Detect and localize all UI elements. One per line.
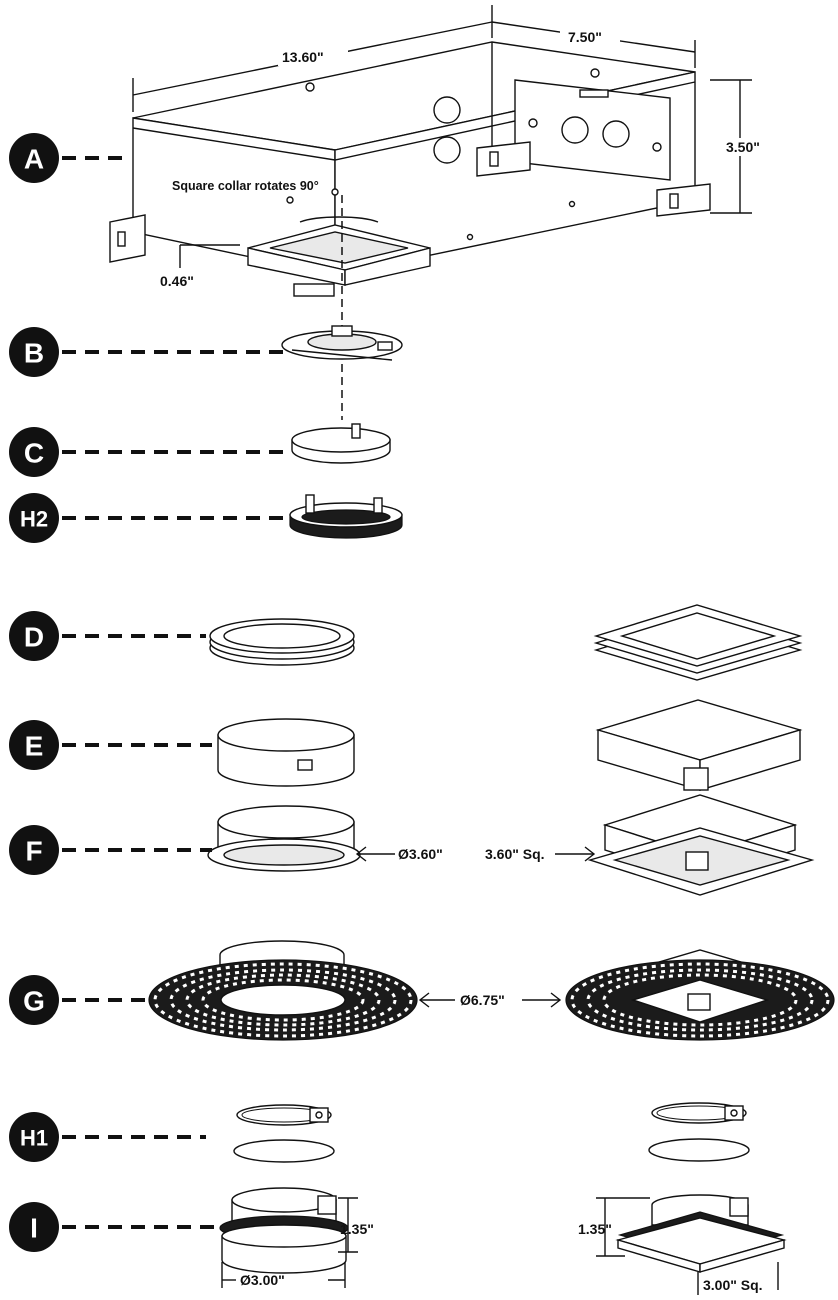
round-trim-ring-drawing [209,618,355,666]
round-housing-drawing [217,718,355,787]
square-lens-housing-drawing [615,1194,787,1273]
round-lens-dimensions [221,1197,358,1288]
callout-badge-f: F [9,825,59,875]
dim-depth: 7.50" [568,29,602,45]
round-lens-housing-drawing [219,1187,349,1274]
collar-rotation-note: Square collar rotates 90° [172,179,319,193]
leader-lines [62,156,292,1229]
svg-text:F: F [25,836,42,867]
square-clip-ring-drawing [648,1102,750,1162]
dim-lens-diameter: Ø3.00" [240,1272,285,1288]
callout-badge-c: C [9,427,59,477]
round-perforated-plate-drawing [148,940,418,1041]
junction-box-drawing [109,5,772,420]
dim-square-size: 3.60" Sq. [485,846,545,862]
f-dimension-arrows [355,846,596,862]
svg-text:A: A [24,144,44,175]
round-clip-ring-drawing [233,1104,335,1163]
square-lens-dimensions [596,1197,779,1295]
g-dimension-arrows [418,992,562,1008]
callout-badge-g: G [9,975,59,1025]
svg-text:G: G [23,986,45,1017]
svg-text:E: E [25,731,44,762]
svg-text:D: D [24,622,44,653]
svg-text:H2: H2 [20,507,48,532]
callout-badge-h2: H2 [9,493,59,543]
svg-text:I: I [30,1213,38,1244]
mounting-bracket-drawing [281,325,403,361]
callout-badge-a: A [9,133,59,183]
svg-text:C: C [24,438,44,469]
round-flanged-housing-drawing [207,805,361,872]
round-lens-drawing [291,423,391,464]
dim-width: 13.60" [282,49,324,65]
square-perforated-plate-drawing [565,949,835,1041]
dim-round-diameter: Ø3.60" [398,846,443,862]
perforated-ring-drawing [289,494,403,539]
svg-text:H1: H1 [20,1126,48,1151]
callout-badge-d: D [9,611,59,661]
square-flanged-housing-drawing [587,794,815,896]
callout-badge-h1: H1 [9,1112,59,1162]
dim-collar-offset: 0.46" [160,273,194,289]
square-housing-drawing [595,699,803,791]
svg-text:B: B [24,338,44,369]
dim-height: 3.50" [726,139,760,155]
callout-badge-e: E [9,720,59,770]
dim-lens-height-left: 1.35" [340,1221,374,1237]
dim-lens-square: 3.00" Sq. [703,1277,763,1293]
callout-badge-b: B [9,327,59,377]
dim-plate-diameter: Ø6.75" [460,992,505,1008]
dim-lens-height-right: 1.35" [578,1221,612,1237]
square-trim-ring-drawing [593,604,803,681]
callout-badge-i: I [9,1202,59,1252]
